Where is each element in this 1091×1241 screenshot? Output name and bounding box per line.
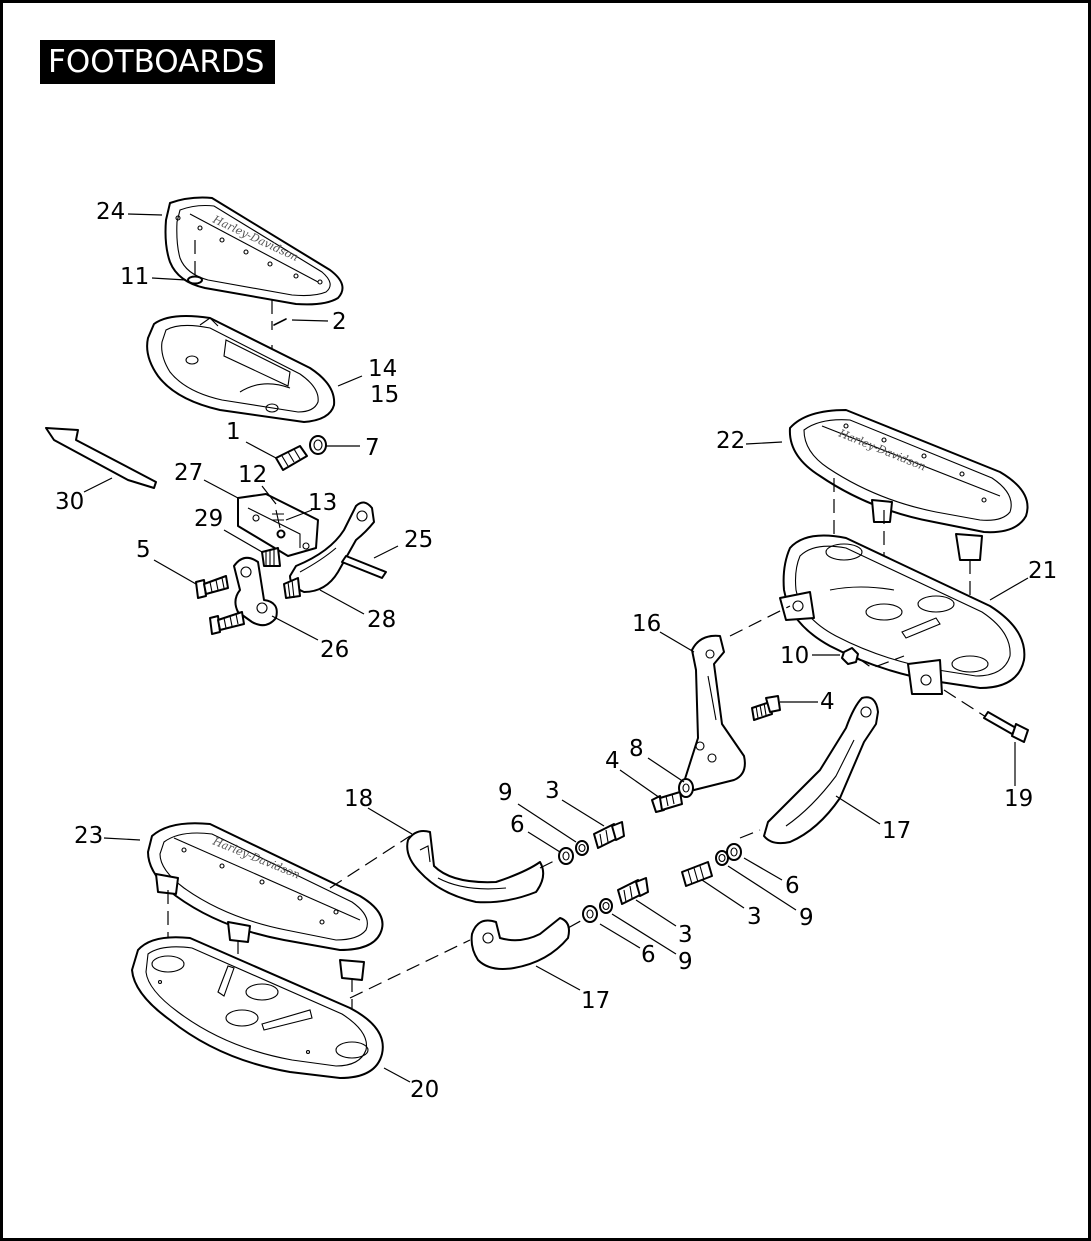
spring-29 bbox=[261, 547, 301, 599]
callout-13: 13 bbox=[308, 490, 337, 516]
bracket-27 bbox=[237, 493, 319, 557]
callout-labels: 24 11 2 14 15 1 7 27 12 13 30 29 25 5 28… bbox=[55, 199, 1057, 1103]
callout-3-upper: 3 bbox=[545, 778, 560, 804]
callout-28: 28 bbox=[367, 607, 396, 633]
support-arm-17-right bbox=[763, 696, 879, 845]
callout-6-lower: 6 bbox=[641, 942, 656, 968]
screw-4-lower bbox=[651, 791, 683, 813]
callout-15: 15 bbox=[370, 382, 399, 408]
callout-20: 20 bbox=[410, 1077, 439, 1103]
spacer-plate-30 bbox=[45, 427, 157, 489]
washer-9-right bbox=[715, 850, 729, 866]
callout-4-upper: 4 bbox=[820, 689, 835, 715]
footboard-base-21 bbox=[779, 534, 1026, 695]
callout-3-right: 3 bbox=[747, 904, 762, 930]
callout-7: 7 bbox=[365, 435, 380, 461]
screw-5 bbox=[195, 575, 245, 635]
callout-9-upper: 9 bbox=[498, 780, 513, 806]
callout-14: 14 bbox=[368, 356, 397, 382]
bolt-19 bbox=[983, 711, 1029, 743]
callout-1: 1 bbox=[226, 419, 241, 445]
callout-4-lower: 4 bbox=[605, 748, 620, 774]
washer-9-left-upper bbox=[575, 840, 589, 856]
pivot-bolt-1 bbox=[275, 445, 308, 471]
callout-18: 18 bbox=[344, 786, 373, 812]
support-arm-18 bbox=[406, 830, 545, 904]
callout-10: 10 bbox=[780, 643, 809, 669]
screw-3-left-upper bbox=[593, 821, 625, 849]
callout-30: 30 bbox=[55, 489, 84, 515]
screw-11 bbox=[187, 275, 203, 285]
callout-6-right: 6 bbox=[785, 873, 800, 899]
washer-6-left-upper bbox=[558, 847, 574, 865]
footboard-base-20 bbox=[131, 936, 384, 1079]
footboard-housing-14-15 bbox=[146, 315, 336, 423]
callout-27: 27 bbox=[174, 460, 203, 486]
screw-4-upper bbox=[751, 695, 781, 721]
support-bracket-16 bbox=[683, 634, 746, 791]
callout-2: 2 bbox=[332, 309, 347, 335]
detent-ball-13 bbox=[276, 529, 286, 539]
detent-spring-12 bbox=[272, 509, 284, 529]
washer-6-left-lower bbox=[582, 905, 598, 923]
washer-6-right bbox=[726, 843, 742, 861]
footboard-pad-24: Harley-Davidson bbox=[164, 196, 344, 306]
pivot-arm-28 bbox=[289, 501, 375, 593]
callout-12: 12 bbox=[238, 462, 267, 488]
callout-21: 21 bbox=[1028, 558, 1057, 584]
callout-24: 24 bbox=[96, 199, 125, 225]
washer-8 bbox=[678, 778, 694, 798]
callout-26: 26 bbox=[320, 637, 349, 663]
callout-5: 5 bbox=[136, 537, 151, 563]
callout-19: 19 bbox=[1004, 786, 1033, 812]
callout-23: 23 bbox=[74, 823, 103, 849]
nut-10 bbox=[841, 647, 859, 665]
callout-3-lower: 3 bbox=[678, 922, 693, 948]
callout-17-right: 17 bbox=[882, 818, 911, 844]
screw-3-left-lower bbox=[617, 877, 649, 905]
spring-pin-2 bbox=[273, 318, 287, 326]
support-arm-17-left bbox=[470, 917, 570, 970]
callout-25: 25 bbox=[404, 527, 433, 553]
page-title: FOOTBOARDS bbox=[40, 40, 276, 84]
o-ring-7 bbox=[309, 435, 327, 455]
callout-22: 22 bbox=[716, 428, 745, 454]
washer-9-left-lower bbox=[599, 898, 613, 914]
callout-8: 8 bbox=[629, 736, 644, 762]
callout-16: 16 bbox=[632, 611, 661, 637]
callout-17-left: 17 bbox=[581, 988, 610, 1014]
callout-29: 29 bbox=[194, 506, 223, 532]
leader-lines bbox=[83, 213, 1029, 1083]
callout-9-right: 9 bbox=[799, 905, 814, 931]
callout-6-upper: 6 bbox=[510, 812, 525, 838]
callout-9-lower: 9 bbox=[678, 949, 693, 975]
callout-11: 11 bbox=[120, 264, 149, 290]
screw-3-right bbox=[681, 861, 713, 887]
pivot-pin-25 bbox=[341, 555, 387, 579]
